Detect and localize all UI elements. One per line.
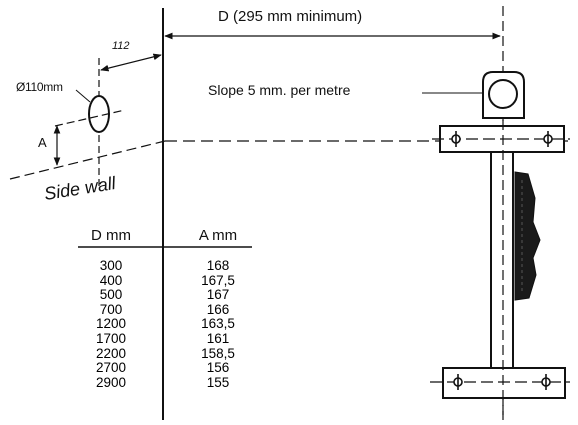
slope-label: Slope 5 mm. per metre	[208, 82, 351, 98]
bottom-plate	[442, 367, 566, 399]
d-values-column: 300 400 500 700 1200 1700 2200 2700 2900	[78, 258, 144, 390]
table-cell-a: 166	[206, 301, 230, 317]
side-wall-slope-line	[9, 140, 166, 180]
a-dimension-label: A	[38, 135, 47, 150]
table-cell-d: 300	[99, 258, 123, 273]
table-cell-d: 2200	[95, 345, 127, 361]
table-cell-d: 500	[99, 287, 123, 303]
bottom-plate-screws	[453, 374, 551, 390]
table-cell-d: 400	[99, 272, 123, 288]
table-cell-a: 163,5	[201, 316, 235, 332]
table-cell-a: 156	[206, 360, 230, 376]
table-cell-d: 2700	[95, 360, 127, 376]
ear-hole	[488, 79, 518, 109]
table-cell-a: 167	[206, 287, 230, 303]
diameter-leader	[75, 89, 91, 103]
table-cell-a: 168	[206, 258, 230, 273]
top-plate-screws	[451, 131, 553, 147]
table-cell-a: 158,5	[201, 345, 235, 361]
table-header-a: A mm	[198, 227, 238, 244]
table-cell-a: 155	[206, 374, 230, 390]
clamp-spring	[514, 171, 541, 301]
table-cell-d: 700	[99, 301, 123, 317]
d-dimension-label: D (295 mm minimum)	[218, 8, 363, 25]
bracket-post	[490, 144, 514, 371]
table-cell-a: 167,5	[201, 272, 235, 288]
offset-dimension-line	[100, 53, 162, 72]
offset-label: 112	[112, 40, 130, 52]
table-cell-a: 161	[206, 330, 230, 346]
diameter-label: Ø110mm	[16, 80, 63, 94]
table-cell-d: 1200	[95, 316, 127, 332]
a-values-column: 168 167,5 167 166 163,5 161 158,5 156 15…	[182, 258, 254, 390]
bracket-assembly	[439, 71, 566, 399]
table-header-d: D mm	[91, 227, 131, 244]
table-cell-d: 2900	[95, 374, 127, 390]
table-cell-d: 1700	[95, 330, 127, 346]
